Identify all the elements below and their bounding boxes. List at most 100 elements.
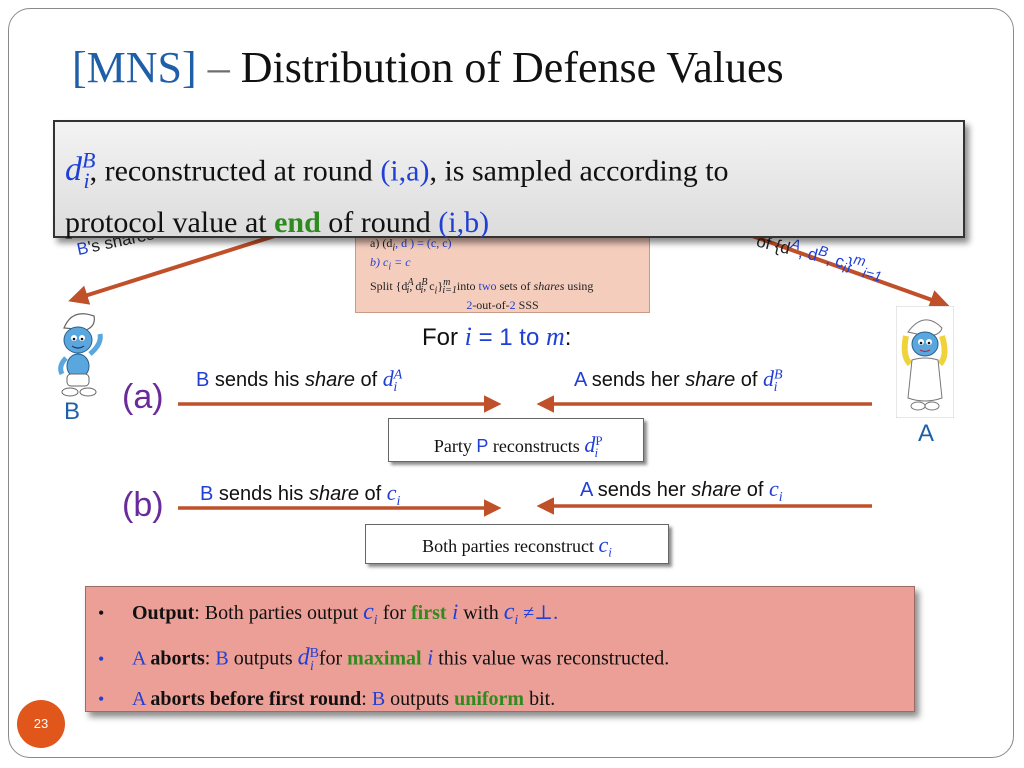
b2-outputs: outputs [228, 647, 298, 670]
round-b-msg-b: B sends his share of ci [200, 480, 400, 510]
b3-aborts: aborts before first round [150, 687, 362, 710]
setup-line-b-pre: b) c [370, 255, 389, 270]
callout-var-sup: B [82, 148, 96, 173]
round-a-left-share: share [304, 369, 355, 391]
split-into: into [456, 278, 479, 293]
output-bullet-1: •Output: Both parties output ci for firs… [94, 595, 914, 637]
b3-outputs: outputs [385, 687, 455, 710]
callout-text2: , is sampled according to [429, 154, 729, 188]
split-close: } [437, 278, 444, 293]
b3-a: A [132, 687, 146, 710]
bullet-3-dot: • [98, 688, 105, 709]
b2-d-sup: B [309, 646, 319, 661]
callout-text3: protocol value at [65, 206, 275, 240]
round-a-left-text: sends his [209, 369, 305, 391]
callout-text1: , reconstructed at round [89, 154, 381, 188]
callout-round-b: (i,b) [438, 206, 490, 240]
callout-line-1: dBi, reconstructed at round (i,a), is sa… [65, 140, 963, 202]
split-sup: m [443, 276, 451, 288]
round-a-left-who: B [196, 369, 210, 391]
title-text: Distribution of Defense Values [240, 43, 784, 92]
sss-2b: 2 [509, 298, 516, 313]
page-number-badge: 23 [17, 700, 65, 748]
round-a-left-d-sup: A [393, 367, 403, 383]
setup-sss-line: 2-out-of-2 SSS [356, 298, 649, 313]
callout-var-d: d [65, 151, 82, 189]
round-b-left-c-sub: i [396, 494, 401, 509]
b1-neq: ≠⊥. [518, 602, 559, 624]
b1-label: Output [132, 602, 195, 624]
split-shares: shares [533, 278, 565, 293]
round-a-label: (a) [122, 378, 164, 416]
round-a-msg-b: B sends his share of dAi [196, 366, 402, 396]
round-a-reconstruct-box: Party P reconstructs dPi [388, 418, 644, 462]
round-b-label: (b) [122, 486, 164, 524]
loop-eq: = 1 to [471, 324, 546, 351]
bullet-1-dot: • [98, 603, 105, 623]
round-b-right-share: share [691, 479, 742, 501]
shares-right-mid: , d [796, 242, 820, 266]
loop-colon: : [564, 324, 572, 351]
round-a-box-d: d [584, 432, 596, 457]
title-dash: – [207, 43, 230, 92]
round-a-right-of: of [735, 369, 764, 391]
b3-colon: : [361, 687, 372, 710]
callout-line-2: protocol value at end of round (i,b) [65, 202, 963, 244]
round-b-reconstruct-box: Both parties reconstruct ci [365, 524, 669, 564]
round-a-box-text: Party [433, 436, 477, 456]
loop-var-m: m [545, 322, 565, 351]
callout-var: dBi [65, 148, 95, 193]
round-a-box-d-sup: P [595, 433, 603, 448]
round-a-right-d-sub: i [773, 380, 778, 395]
b2-aborts: aborts [150, 647, 205, 670]
title-tag: [MNS] [72, 43, 197, 92]
b2-d-sub: i [309, 658, 314, 674]
setup-line-b-sub: i [388, 261, 392, 273]
round-a-right-who: A [574, 369, 587, 391]
loop-heading: For i = 1 to m: [422, 322, 571, 352]
loop-for: For [422, 324, 465, 351]
smurf-b-avatar [58, 313, 103, 397]
output-bullet-3: •A aborts before first round: B outputs … [94, 683, 914, 716]
round-b-right-who: A [580, 479, 593, 501]
callout-text4: of round [320, 206, 439, 240]
round-a-right-d-sup: B [774, 367, 783, 383]
output-bullet-2: •A aborts: B outputs dBi for maximal i t… [94, 637, 914, 683]
round-a-right-share: share [685, 369, 736, 391]
setup-line-a-text: a) (d [370, 236, 393, 250]
round-b-left-text: sends his [213, 483, 309, 505]
round-a-box-p: P [476, 436, 489, 456]
round-b-left-c: c [386, 480, 397, 505]
sss-mid: -out-of- [472, 298, 510, 313]
round-b-box-c: c [598, 532, 609, 557]
b3-bit: bit. [524, 687, 556, 710]
split-sets: sets of [496, 278, 534, 293]
round-b-left-share: share [308, 483, 359, 505]
split-sub: i=1 [442, 285, 457, 297]
round-a-right-text: sends her [586, 369, 686, 391]
split-two: two [478, 278, 497, 293]
round-b-msg-a: A sends her share of ci [580, 476, 783, 506]
b2-colon: : [204, 647, 216, 670]
b2-rest: this value was reconstructed. [433, 647, 670, 670]
b1-with: with [458, 602, 504, 624]
b3-b: B [371, 687, 386, 710]
callout-var-sub: i [83, 168, 90, 194]
round-b-right-text: sends her [592, 479, 692, 501]
split-pre: Split {d [370, 278, 408, 293]
setup-line-a-rest: , d ) = (c, c) [395, 236, 452, 250]
bullet-2-dot: • [98, 648, 105, 669]
round-a-right-d: d [763, 366, 775, 391]
b2-maximal: maximal [347, 647, 422, 670]
round-b-right-c-sub: i [778, 490, 783, 505]
callout-end-word: end [274, 206, 321, 240]
round-a-left-of: of [354, 369, 383, 391]
b1-i: i [446, 599, 459, 624]
b3-uniform: uniform [454, 687, 525, 710]
b1-for: for [377, 602, 412, 624]
round-a-box-text2: reconstructs [488, 436, 585, 456]
split-using: using [564, 278, 594, 293]
b2-b: B [215, 647, 229, 670]
round-b-right-of: of [741, 479, 770, 501]
round-b-box-c-sub: i [608, 544, 612, 560]
